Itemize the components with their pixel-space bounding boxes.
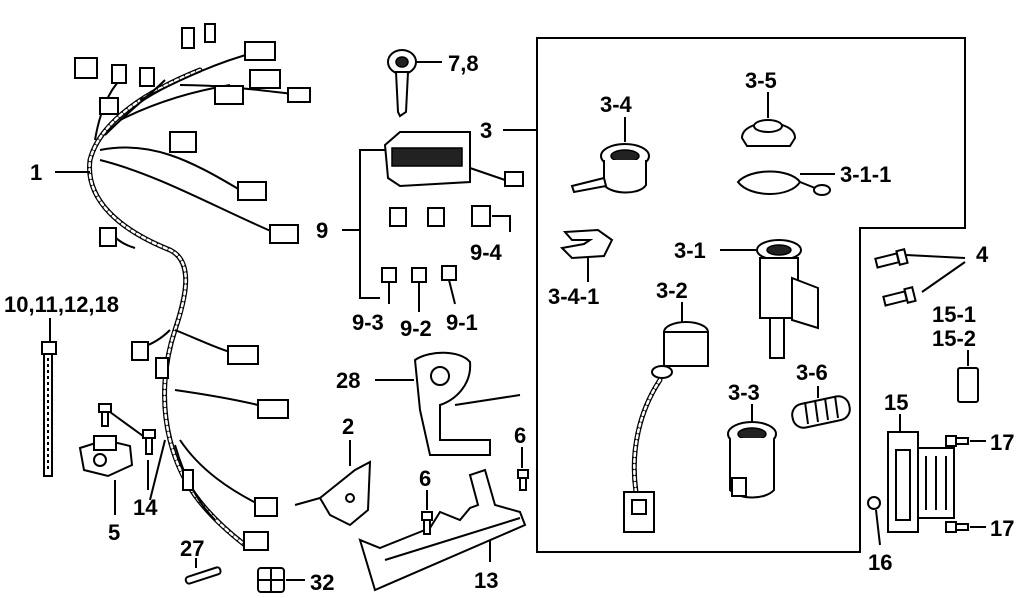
label-1: 1: [30, 160, 42, 185]
bolts-part-4: [874, 248, 917, 307]
label-13: 13: [474, 568, 498, 593]
bracket-part-28: [413, 351, 521, 456]
label-15-1: 15-1: [932, 302, 976, 327]
screw-part-17b: [945, 521, 969, 533]
label-10-11-12-18: 10,11,12,18: [4, 292, 119, 317]
bracket-part-13: [358, 468, 527, 592]
bolt-part-6b: [517, 469, 529, 491]
label-32: 32: [310, 570, 334, 595]
lock-part-3-3: [727, 421, 777, 499]
leader-9-1: [448, 279, 456, 305]
label-6b: 6: [514, 423, 526, 448]
leader-4a: [905, 254, 966, 259]
label-4: 4: [976, 242, 989, 267]
seal-part-3-1-1: [736, 170, 831, 196]
label-2: 2: [342, 414, 354, 439]
screw-part-17a: [945, 435, 969, 447]
bracket-line-9: [359, 149, 385, 299]
label-9-3: 9-3: [352, 310, 384, 335]
label-3-1: 3-1: [674, 238, 706, 263]
label-3-4-1: 3-4-1: [548, 284, 599, 309]
clip-part-3-4-1: [559, 228, 614, 260]
leader-9-4: [492, 215, 511, 232]
leader-14b: [109, 411, 144, 437]
label-7-8: 7,8: [448, 51, 479, 76]
label-5: 5: [108, 520, 120, 545]
leader-4b: [921, 261, 966, 293]
label-6a: 6: [419, 466, 431, 491]
regulator-part-15: [887, 431, 955, 533]
bolt-part-6a: [421, 511, 433, 535]
label-17a: 17: [990, 430, 1014, 455]
leader-16: [875, 509, 881, 546]
label-15-2: 15-2: [932, 326, 976, 351]
wiring-harness-part-1: [74, 23, 311, 551]
label-17b: 17: [990, 516, 1014, 541]
switch-wire-part-3-2: [623, 321, 709, 533]
relay-part-9-4: [389, 205, 491, 227]
fuses-part-9-1-9-3: [381, 265, 457, 283]
label-16: 16: [868, 550, 892, 575]
label-9-2: 9-2: [400, 316, 432, 341]
ignition-switch-part-3-1: [756, 239, 819, 359]
key-part-7-8: [387, 49, 417, 118]
part-15-1-15-2: [957, 367, 979, 403]
lock-part-3-4: [570, 143, 650, 194]
bracket-part-2: [294, 460, 372, 527]
label-9: 9: [316, 218, 328, 243]
label-3-2: 3-2: [656, 278, 688, 303]
label-28: 28: [336, 368, 360, 393]
label-3-3: 3-3: [728, 380, 760, 405]
cap-part-3-5: [740, 119, 797, 147]
label-9-4: 9-4: [470, 240, 503, 265]
label-3-1-1: 3-1-1: [840, 162, 891, 187]
pin-part-27: [184, 566, 222, 585]
label-3-6: 3-6: [796, 360, 828, 385]
label-27: 27: [180, 536, 204, 561]
connector-part-32: [257, 567, 285, 593]
cable-tie-part-10-11-12-18: [41, 341, 57, 477]
nut-part-16: [867, 496, 881, 510]
grommet-part-3-6: [791, 395, 851, 429]
group-box-part-3: [536, 37, 966, 553]
bracket-part-5: [78, 435, 134, 478]
label-9-1: 9-1: [446, 310, 478, 335]
label-15: 15: [884, 390, 908, 415]
bolt-part-14: [98, 403, 156, 455]
label-3: 3: [480, 118, 492, 143]
label-3-5: 3-5: [745, 68, 777, 93]
label-3-4: 3-4: [600, 92, 633, 117]
fuse-box-part-9: [383, 131, 524, 188]
label-14: 14: [133, 495, 158, 520]
